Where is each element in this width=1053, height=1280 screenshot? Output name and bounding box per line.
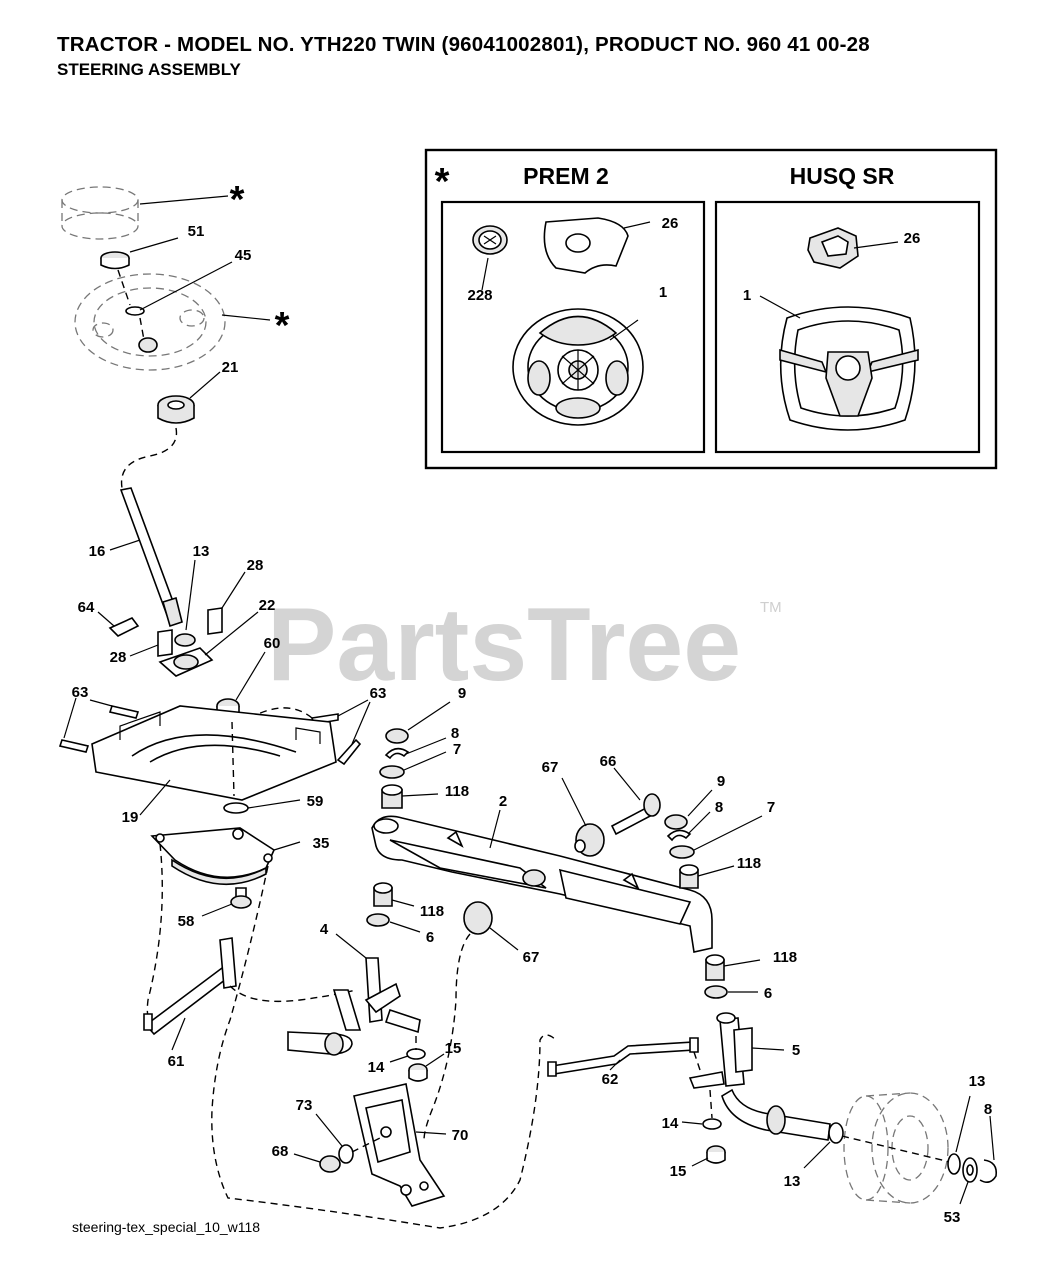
star-mark-wheel: * bbox=[275, 305, 290, 347]
part-callout-118: 118 bbox=[445, 783, 469, 800]
part-callout-8: 8 bbox=[984, 1101, 992, 1118]
part-2-front-axle bbox=[371, 815, 713, 953]
page-title: TRACTOR - MODEL NO. YTH220 TWIN (9604100… bbox=[57, 33, 870, 56]
watermark-trademark: TM bbox=[760, 599, 782, 616]
part-15-nut-right bbox=[706, 1145, 726, 1164]
part-callout-13: 13 bbox=[969, 1073, 986, 1090]
part-callout-7: 7 bbox=[453, 741, 461, 758]
part-callout-15: 15 bbox=[670, 1163, 687, 1180]
part-callout-70: 70 bbox=[452, 1127, 469, 1144]
part-callout-21: 21 bbox=[222, 359, 239, 376]
part-callout-28: 28 bbox=[110, 649, 127, 666]
inset-heading-prem2: PREM 2 bbox=[523, 163, 609, 189]
part-62-tie-rod bbox=[547, 1037, 699, 1077]
part-callout-62: 62 bbox=[602, 1071, 619, 1088]
part-callout-6: 6 bbox=[764, 985, 772, 1002]
part-callout-13: 13 bbox=[784, 1173, 801, 1190]
part-callout-45: 45 bbox=[235, 247, 252, 264]
part-callout-4: 4 bbox=[320, 921, 329, 938]
part-callout-26: 26 bbox=[662, 215, 679, 232]
part-66-pivot-bolt bbox=[610, 793, 661, 836]
part-70-plate bbox=[353, 1083, 446, 1207]
page-subtitle: STEERING ASSEMBLY bbox=[57, 60, 241, 79]
part-callout-13: 13 bbox=[193, 543, 210, 560]
part-118-bushing-upper-left bbox=[381, 784, 403, 809]
inset-heading-husq-sr: HUSQ SR bbox=[790, 163, 895, 189]
part-callout-118: 118 bbox=[737, 855, 761, 872]
part-callout-63: 63 bbox=[370, 685, 387, 702]
front-wheel-ghost bbox=[843, 1092, 949, 1204]
part-5-right-spindle bbox=[688, 1012, 831, 1141]
husq-sr-steering-wheel bbox=[779, 306, 919, 431]
part-118-bushing-lower-left bbox=[373, 882, 393, 907]
part-21-adapter bbox=[157, 395, 195, 424]
part-callout-14: 14 bbox=[662, 1115, 679, 1132]
watermark-text: PartsTree bbox=[267, 587, 741, 703]
part-16-steering-shaft bbox=[119, 487, 183, 628]
inset-star: * bbox=[435, 161, 450, 203]
part-callout-63: 63 bbox=[72, 684, 89, 701]
part-callout-60: 60 bbox=[264, 635, 281, 652]
part-callout-67: 67 bbox=[542, 759, 559, 776]
part-callout-1: 1 bbox=[743, 287, 751, 304]
part-callout-19: 19 bbox=[122, 809, 139, 826]
part-22-bearing-flange bbox=[158, 647, 214, 677]
part-67-spacer-lower bbox=[463, 901, 493, 935]
part-58-bolt bbox=[230, 887, 252, 909]
part-73-washer bbox=[338, 1144, 354, 1164]
part-callout-64: 64 bbox=[78, 599, 95, 616]
part-callout-9: 9 bbox=[458, 685, 466, 702]
part-callout-51: 51 bbox=[188, 223, 205, 240]
part-callout-7: 7 bbox=[767, 799, 775, 816]
part-callout-15: 15 bbox=[445, 1040, 462, 1057]
part-callout-9: 9 bbox=[717, 773, 725, 790]
part-callout-118: 118 bbox=[773, 949, 797, 966]
part-callout-14: 14 bbox=[368, 1059, 385, 1076]
part-callout-22: 22 bbox=[259, 597, 276, 614]
part-callout-28: 28 bbox=[247, 557, 264, 574]
part-callout-35: 35 bbox=[313, 835, 330, 852]
part-callout-59: 59 bbox=[307, 793, 324, 810]
part-callout-1: 1 bbox=[659, 284, 667, 301]
prem2-steering-wheel bbox=[512, 308, 644, 426]
inset-box: * PREM 2 HUSQ SR bbox=[424, 148, 998, 470]
part-callout-8: 8 bbox=[715, 799, 723, 816]
part-callout-68: 68 bbox=[272, 1143, 289, 1160]
part-callout-73: 73 bbox=[296, 1097, 313, 1114]
part-callout-5: 5 bbox=[792, 1042, 800, 1059]
part-64-clip bbox=[108, 617, 140, 637]
part-callout-228: 228 bbox=[467, 287, 492, 304]
part-callout-66: 66 bbox=[600, 753, 617, 770]
part-118-bushing-lower-right bbox=[705, 954, 725, 981]
part-callout-58: 58 bbox=[178, 913, 195, 930]
part-118-bushing-upper-right bbox=[679, 864, 699, 889]
part-15-nut-left bbox=[408, 1063, 428, 1082]
part-callout-26: 26 bbox=[904, 230, 921, 247]
part-callout-8: 8 bbox=[451, 725, 459, 742]
part-68-nut bbox=[319, 1155, 341, 1173]
part-callout-61: 61 bbox=[168, 1053, 185, 1070]
part-51-nut bbox=[100, 251, 130, 270]
part-callout-6: 6 bbox=[426, 929, 434, 946]
part-callout-53: 53 bbox=[944, 1209, 961, 1226]
part-callout-2: 2 bbox=[499, 793, 507, 810]
part-4-left-spindle bbox=[287, 957, 421, 1056]
part-19-mounting-plate bbox=[91, 705, 337, 801]
steering-wheel-ghost bbox=[74, 273, 226, 371]
part-61-drag-link bbox=[143, 937, 237, 1036]
part-callout-67: 67 bbox=[523, 949, 540, 966]
part-35-sector-gear bbox=[150, 827, 276, 886]
footer-code: steering-tex_special_10_w118 bbox=[72, 1219, 260, 1235]
part-59-washer bbox=[223, 802, 249, 814]
star-mark-cap: * bbox=[230, 179, 245, 221]
emblem-228 bbox=[472, 225, 508, 255]
part-callout-118: 118 bbox=[420, 903, 444, 920]
part-callout-16: 16 bbox=[89, 543, 106, 560]
steering-cap-ghost bbox=[61, 186, 139, 240]
